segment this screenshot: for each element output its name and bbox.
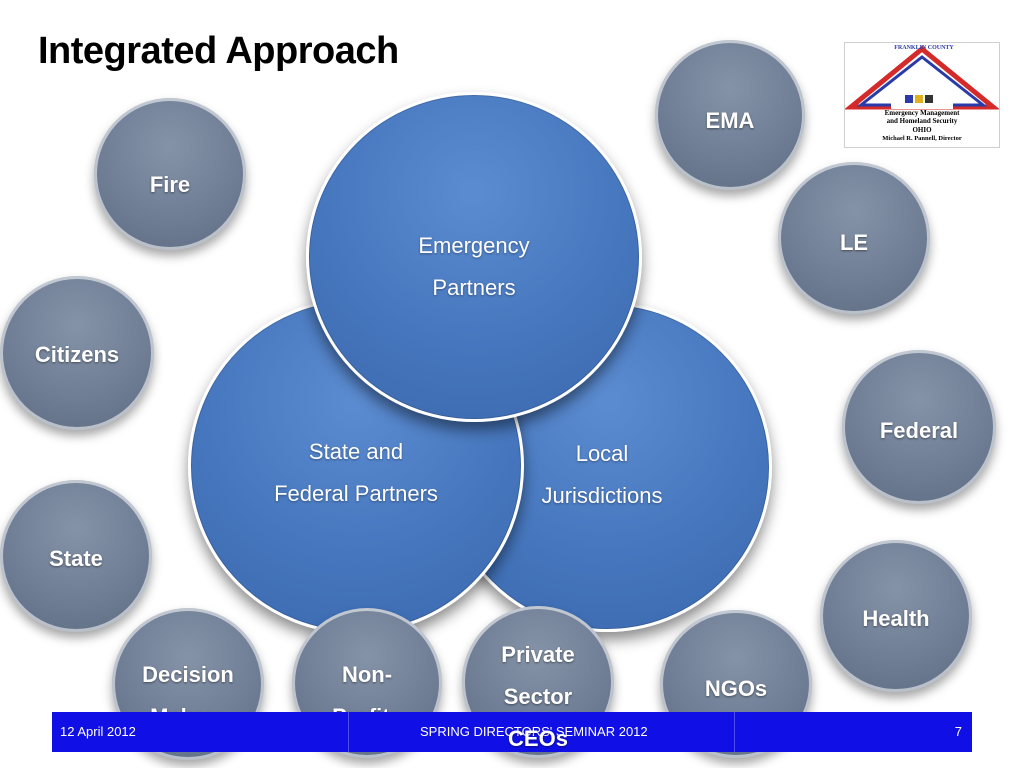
- bubble-private-label-3: CEOs: [508, 726, 568, 751]
- logo-agency-2: and Homeland Security: [886, 117, 958, 125]
- bubble-fire: Fire: [94, 98, 246, 250]
- logo-director: Michael R. Pannell, Director: [882, 135, 962, 142]
- bubble-federal: Federal: [842, 350, 996, 504]
- bubble-private-label-1: Private: [501, 642, 575, 667]
- circle-state-line-1: State and: [308, 439, 404, 464]
- circle-local-line-2: Jurisdictions: [541, 483, 663, 508]
- bubble-health-label: Health: [862, 606, 930, 631]
- franklin-county-logo: Emergency Management and Homeland Securi…: [844, 42, 1000, 148]
- bubble-federal-label: Federal: [879, 418, 959, 443]
- circle-state-line-2: Federal Partners: [274, 481, 438, 506]
- logo-state: OHIO: [912, 126, 932, 134]
- logo-county-text: FRANKLIN COUNTY: [894, 45, 954, 51]
- bubble-nonprofits-label-1: Non-: [341, 662, 393, 687]
- logo-triangle-icon: [845, 45, 999, 110]
- footer-event: SPRING DIRECTORS' SEMINAR 2012: [420, 724, 648, 739]
- circle-emergency-partners: Emergency Partners: [306, 92, 642, 422]
- bubble-le-label: LE: [839, 230, 869, 255]
- bubble-state: State: [0, 480, 152, 632]
- bubble-ngos-label: NGOs: [704, 676, 768, 701]
- bubble-private-sector-ceos: Private Sector CEOs: [462, 606, 614, 758]
- logo-agency: Emergency Management: [884, 109, 960, 117]
- bubble-decision-label-1: Decision: [142, 662, 234, 687]
- bubble-citizens: Citizens: [0, 276, 154, 430]
- bubble-ema: EMA: [655, 40, 805, 190]
- circle-emergency-line-1: Emergency: [418, 233, 530, 258]
- bubble-health: Health: [820, 540, 972, 692]
- bubble-citizens-label: Citizens: [34, 342, 120, 367]
- slide-title: Integrated Approach: [38, 30, 399, 72]
- footer-bar: 12 April 2012 SPRING DIRECTORS' SEMINAR …: [52, 712, 972, 752]
- footer-page-number: 7: [954, 724, 962, 739]
- circle-emergency-line-2: Partners: [432, 275, 516, 300]
- bubble-state-label: State: [49, 546, 103, 571]
- circle-local-line-1: Local: [575, 441, 629, 466]
- bubble-fire-label: Fire: [149, 172, 191, 197]
- bubble-private-label-2: Sector: [503, 684, 573, 709]
- footer-date: 12 April 2012: [60, 724, 136, 739]
- bubble-le: LE: [778, 162, 930, 314]
- bubble-ema-label: EMA: [705, 108, 755, 133]
